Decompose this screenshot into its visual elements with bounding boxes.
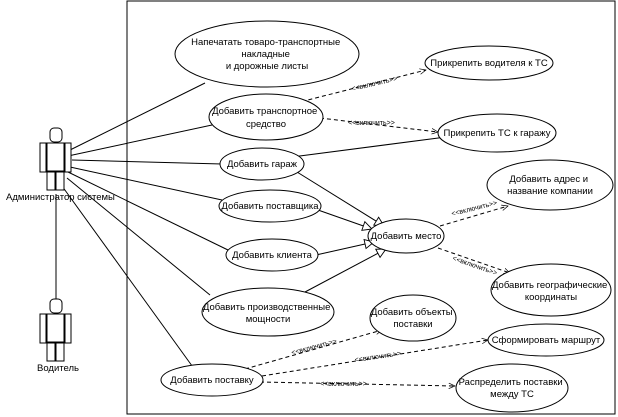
actor-admin-body <box>46 142 65 172</box>
assoc-add-delivery <box>61 185 196 371</box>
uc-add-client <box>225 238 319 272</box>
uc-assign-driver <box>424 45 554 81</box>
uc-add-capacity <box>201 287 335 337</box>
assoc-add-vehicle <box>67 124 213 157</box>
actor-admin-arm-left <box>39 142 47 173</box>
actor-driver-label: Водитель <box>37 363 79 374</box>
stereo-label-1: <<включить>> <box>351 76 398 93</box>
include-place-coords <box>437 247 510 273</box>
actor-admin <box>39 127 72 191</box>
generalizations <box>296 171 386 293</box>
uc-assign-garage-label: Прикрепить ТС к гаражу <box>444 128 551 139</box>
uc-add-garage-label: Добавить гараж <box>227 159 298 170</box>
uc-add-supplier-label: Добавить поставщика <box>221 201 319 212</box>
uc-add-place <box>367 218 445 254</box>
uc-add-delivery-label: Добавить поставку <box>170 375 254 386</box>
actor-admin-leg-left <box>46 171 56 191</box>
uc-assign-garage <box>437 113 557 153</box>
uc-add-capacity-label: Добавить производственные мощности <box>203 302 333 325</box>
uc-print-docs <box>174 20 360 88</box>
assoc-garage-assign <box>291 136 447 158</box>
assoc-add-supplier <box>69 166 223 201</box>
stereo-label-6: <<включить>> <box>354 351 401 364</box>
uc-add-supplier <box>218 189 322 223</box>
stereo-label-5: <<включить>> <box>291 338 338 357</box>
actor-driver-leg-right <box>55 342 65 362</box>
actor-admin-head <box>49 127 63 143</box>
uc-add-objects <box>369 294 457 342</box>
system-boundary <box>126 0 616 415</box>
include-delivery-distribute <box>259 381 455 386</box>
actor-driver-arm-left <box>39 313 47 344</box>
uc-add-coords <box>490 263 612 317</box>
uc-distribute <box>455 363 569 413</box>
use-case-labels: Напечатать товаро-транспортные накладные… <box>170 37 610 400</box>
uc-add-vehicle-label: Добавить транспортное средство <box>212 106 320 130</box>
uc-assign-driver-label: Прикрепить водителя к ТС <box>430 58 548 69</box>
uc-build-route-label: Сформировать маршрут <box>492 335 601 346</box>
gen-capacity-place <box>304 249 386 293</box>
actor-driver-leg-left <box>46 342 56 362</box>
uc-add-coords-label: Добавить географические координаты <box>492 280 610 303</box>
assoc-add-client <box>67 171 229 251</box>
actor-admin-label: Администратор системы <box>6 192 115 203</box>
uc-add-address-label: Добавить адрес и название компании <box>507 174 593 197</box>
assoc-print-docs <box>65 82 206 153</box>
uc-print-docs-label: Напечатать товаро-транспортные накладные… <box>191 37 343 72</box>
include-vehicle-garage <box>319 117 438 132</box>
include-delivery-route <box>261 340 488 377</box>
uc-add-client-label: Добавить клиента <box>232 250 313 261</box>
uc-add-garage <box>219 147 305 181</box>
stereo-label-4: <<включить>> <box>451 255 498 277</box>
gen-garage-place <box>296 171 384 226</box>
gen-client-place <box>315 242 374 256</box>
actor-admin-leg-right <box>55 171 65 191</box>
gen-supplier-place <box>317 209 372 229</box>
uc-add-delivery <box>160 363 264 397</box>
actor-driver-body <box>46 313 65 343</box>
include-relations <box>244 70 510 386</box>
uc-build-route <box>487 323 605 357</box>
stereo-label-3: <<включить>> <box>451 200 498 218</box>
uc-add-place-label: Добавить место <box>371 231 442 242</box>
assoc-add-capacity <box>66 177 211 296</box>
include-place-address <box>439 206 508 227</box>
actor-driver <box>39 298 72 362</box>
include-vehicle-driver <box>287 70 426 106</box>
stereo-label-2: <<включить>> <box>348 120 395 127</box>
uc-add-objects-label: Добавить объекты поставки <box>371 307 455 330</box>
actor-driver-arm-right <box>64 313 72 344</box>
assoc-add-garage <box>71 159 223 165</box>
uc-add-address <box>486 159 614 211</box>
stereo-label-7: <<включить>> <box>320 381 367 388</box>
actor-driver-head <box>49 298 63 314</box>
uc-distribute-label: Распределить поставки между ТС <box>459 377 566 400</box>
admin-associations <box>61 82 229 371</box>
use-case-ellipses <box>160 20 614 413</box>
actor-admin-arm-right <box>64 142 72 173</box>
uc-add-vehicle <box>208 93 324 141</box>
include-delivery-objects <box>244 330 382 370</box>
